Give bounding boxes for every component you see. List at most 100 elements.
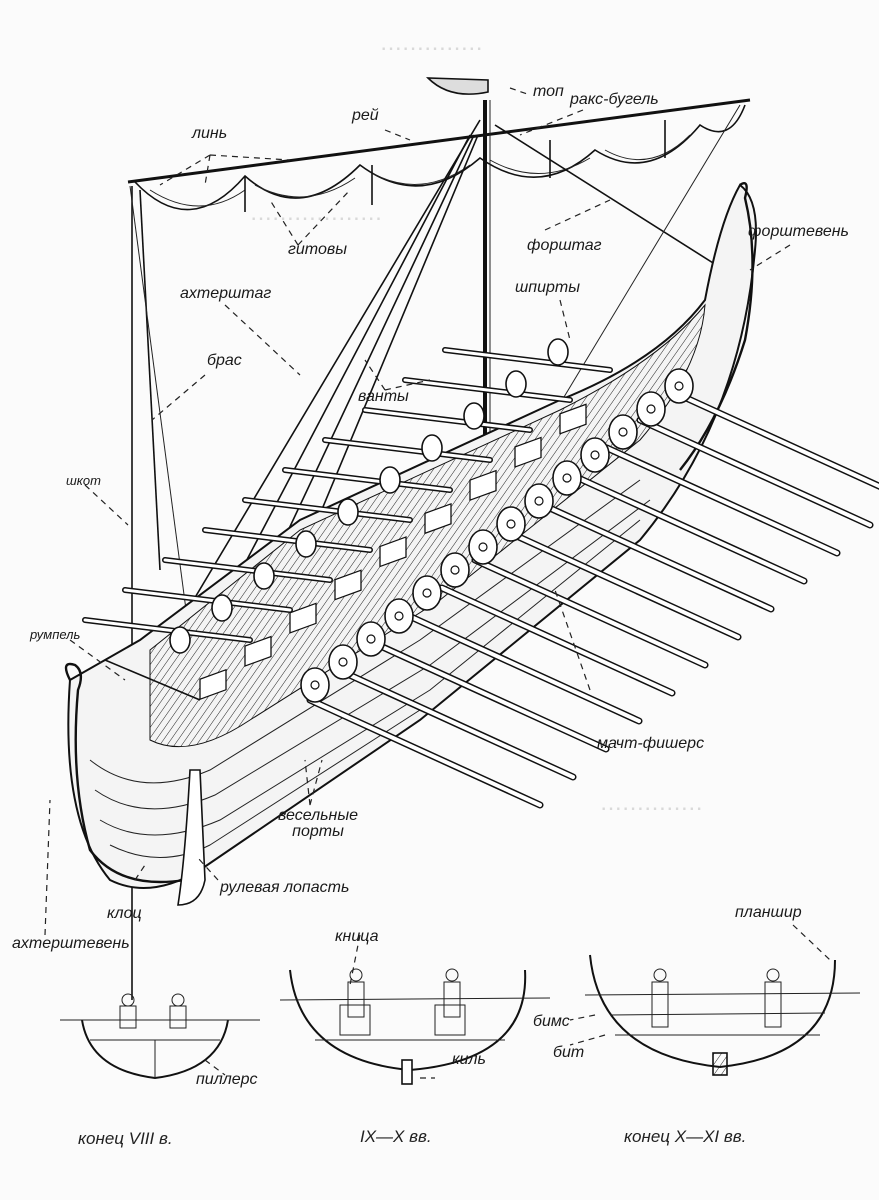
oar — [438, 584, 676, 697]
oars-group — [82, 347, 879, 809]
shield — [463, 402, 485, 430]
stern-post — [64, 662, 186, 884]
sail-swag-inner — [149, 134, 691, 207]
cross-section-2 — [279, 934, 551, 1085]
oar — [282, 467, 453, 493]
label-rey: рей — [352, 107, 379, 124]
label-bras: брас — [207, 352, 242, 369]
label-kil: киль — [452, 1051, 486, 1068]
label-akhtershtag: ахтерштаг — [180, 285, 272, 302]
shield-boss — [422, 588, 432, 598]
sail-swag — [134, 104, 746, 211]
shield — [524, 483, 554, 519]
shield-boss — [590, 450, 600, 460]
oar — [570, 472, 808, 585]
shield-boss — [618, 427, 628, 437]
oar — [504, 528, 742, 641]
label-lin: линь — [192, 125, 228, 142]
yard — [127, 98, 751, 184]
shield — [468, 529, 498, 565]
label-shkot: шкот — [66, 473, 101, 488]
leech-line — [139, 189, 161, 571]
label-pillers: пиллерс — [196, 1071, 258, 1088]
oar — [362, 407, 533, 433]
bleed-through-text: ‥‥‥‥‥‥‥ — [600, 790, 703, 815]
shield — [356, 621, 386, 657]
shield — [636, 391, 666, 427]
planking — [99, 519, 641, 836]
shield — [211, 594, 233, 622]
oar — [636, 416, 874, 529]
oar — [306, 696, 544, 809]
label-veselnye-porty-text: весельные порты — [278, 807, 358, 840]
label-forshtag: форштаг — [527, 237, 602, 254]
oar — [82, 617, 253, 643]
shield — [440, 552, 470, 588]
shields-group — [169, 338, 694, 703]
shield — [384, 598, 414, 634]
forestay — [494, 124, 741, 281]
oar — [471, 556, 709, 669]
label-gitovy: гитовы — [288, 241, 347, 258]
shield-boss — [478, 542, 488, 552]
oar — [442, 347, 613, 373]
shield — [547, 338, 569, 366]
label-klots: клоц — [107, 905, 142, 922]
sea-chest — [559, 403, 587, 435]
label-akhtershteven: ахтерштевень — [12, 935, 130, 952]
cross-section-3 — [569, 924, 861, 1076]
shield — [580, 437, 610, 473]
label-raks-bugel: ракс-бугель — [570, 91, 659, 108]
label-forshteven: форштевень — [748, 223, 849, 240]
shield — [295, 530, 317, 558]
shield — [412, 575, 442, 611]
shield — [300, 667, 330, 703]
label-planshir: планшир — [735, 904, 802, 921]
planking — [109, 709, 421, 858]
sea-chest — [424, 502, 452, 535]
sea-chest — [469, 469, 497, 502]
shield-boss — [394, 611, 404, 621]
shield — [337, 498, 359, 526]
label-macht-fishers: мачт-фишерс — [597, 735, 705, 752]
shield-boss — [562, 473, 572, 483]
hull-group — [64, 182, 757, 906]
label-top: топ — [533, 83, 564, 100]
shield-boss — [646, 404, 656, 414]
oar — [537, 500, 775, 613]
wind-vane — [426, 77, 489, 95]
sea-chest — [244, 635, 272, 667]
chests-group — [199, 403, 587, 701]
oar — [669, 388, 879, 490]
label-vanty: ванты — [358, 388, 409, 405]
sea-chest — [379, 536, 407, 568]
gaskets — [244, 120, 666, 212]
caption-late-8th-century: конец VIII в. — [78, 1129, 173, 1148]
bleed-through-text: ‥‥‥‥‥‥‥ — [380, 30, 483, 55]
leader-lines — [44, 87, 791, 936]
cross-section-1 — [60, 993, 260, 1080]
oar — [162, 557, 333, 583]
shield — [253, 562, 275, 590]
planking — [94, 499, 651, 810]
shield — [664, 368, 694, 404]
label-knitsa: кница — [335, 928, 379, 945]
sea-chest — [334, 569, 362, 601]
label-veselnye-porty: весельные порты — [268, 808, 368, 840]
stem-post — [679, 182, 754, 471]
oar — [339, 668, 577, 781]
label-rumpel: румпель — [30, 627, 81, 642]
shield — [505, 370, 527, 398]
sea-chest — [199, 668, 227, 701]
shield — [421, 434, 443, 462]
label-bims: бимс — [533, 1013, 570, 1030]
shield — [552, 460, 582, 496]
steering-oar — [177, 769, 206, 906]
shield — [328, 644, 358, 680]
oar — [242, 497, 413, 523]
shield-boss — [450, 565, 460, 575]
label-rulevaya-lopast: рулевая лопасть — [220, 879, 350, 896]
shield-boss — [366, 634, 376, 644]
oar — [402, 377, 573, 403]
